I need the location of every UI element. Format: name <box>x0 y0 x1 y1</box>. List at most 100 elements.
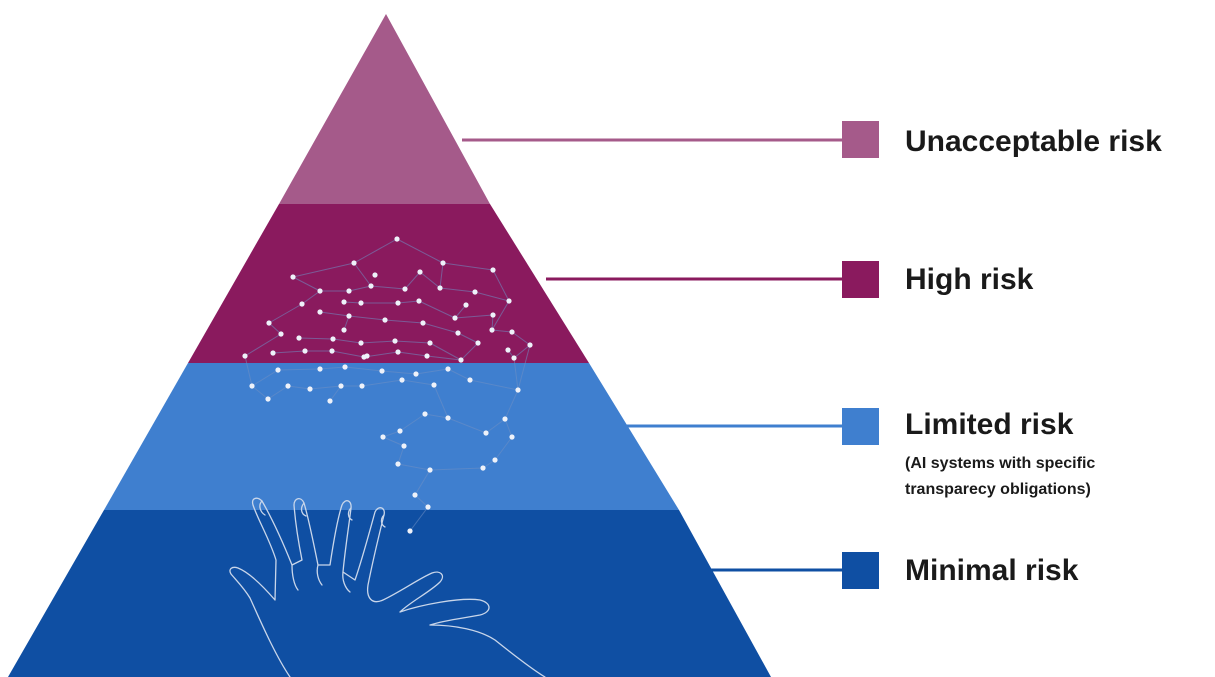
network-node <box>299 301 305 307</box>
network-node <box>341 327 347 333</box>
network-node <box>401 443 407 449</box>
network-link <box>447 417 487 434</box>
network-link <box>397 300 420 304</box>
network-link <box>244 333 282 357</box>
network-link <box>292 262 355 278</box>
network-node <box>455 330 461 336</box>
network-link <box>409 506 429 532</box>
network-link <box>404 271 421 290</box>
network-node <box>242 353 248 359</box>
network-node <box>427 467 433 473</box>
network-node <box>412 492 418 498</box>
network-link <box>513 344 531 359</box>
network-node <box>467 377 473 383</box>
network-node <box>329 348 335 354</box>
network-link <box>397 445 405 465</box>
network-node <box>382 317 388 323</box>
network-node <box>413 371 419 377</box>
network-node <box>341 299 347 305</box>
legend-square-unacceptable <box>842 121 879 158</box>
network-node <box>483 430 489 436</box>
network-link <box>415 368 449 375</box>
network-node <box>395 461 401 467</box>
network-link <box>381 370 417 375</box>
network-node <box>502 416 508 422</box>
legend-squares <box>842 121 879 589</box>
network-link <box>319 366 346 370</box>
network-link <box>513 357 519 391</box>
legend-square-high <box>842 261 879 298</box>
network-link <box>504 389 519 420</box>
network-link <box>331 350 365 358</box>
network-node <box>445 415 451 421</box>
network-link <box>384 319 424 324</box>
network-link <box>424 413 449 419</box>
network-link <box>517 344 531 391</box>
network-node <box>372 272 378 278</box>
label-limited-risk-sub-line1: (AI systems with specific <box>905 455 1095 472</box>
network-link <box>332 338 362 344</box>
network-link <box>298 337 334 340</box>
network-link <box>244 355 253 387</box>
label-minimal-risk: Minimal risk <box>905 554 1079 587</box>
network-node <box>394 236 400 242</box>
network-node <box>358 300 364 306</box>
network-node <box>317 288 323 294</box>
network-link <box>457 332 479 344</box>
network-node <box>358 340 364 346</box>
legend-square-minimal <box>842 552 879 589</box>
network-node <box>290 274 296 280</box>
network-node <box>505 347 511 353</box>
network-node <box>452 315 458 321</box>
network-node <box>427 340 433 346</box>
network-node <box>440 260 446 266</box>
tier-high-shape <box>188 204 589 363</box>
network-link <box>267 385 289 400</box>
network-link <box>396 238 444 264</box>
network-node <box>420 320 426 326</box>
network-node <box>445 366 451 372</box>
network-link <box>442 262 494 271</box>
network-node <box>399 377 405 383</box>
network-link <box>353 238 398 264</box>
network-link <box>399 413 426 432</box>
legend-square-limited <box>842 408 879 445</box>
network-node <box>379 368 385 374</box>
network-link <box>433 384 449 419</box>
pyramid <box>8 14 771 677</box>
network-link <box>460 342 479 361</box>
network-node <box>437 285 443 291</box>
network-node <box>346 288 352 294</box>
network-link <box>418 300 456 319</box>
network-link <box>491 329 513 333</box>
network-node <box>368 283 374 289</box>
network-link <box>429 467 484 471</box>
label-limited-risk-sub-line2: transparecy obligations) <box>905 481 1091 498</box>
network-node <box>458 357 464 363</box>
network-link <box>454 314 494 319</box>
network-node <box>509 434 515 440</box>
network-node <box>527 342 533 348</box>
label-unacceptable-risk: Unacceptable risk <box>905 125 1162 158</box>
network-link <box>397 351 428 357</box>
tier-unacceptable-shape <box>279 14 490 204</box>
network-node <box>492 457 498 463</box>
network-node <box>392 338 398 344</box>
network-link <box>414 494 429 508</box>
network-link <box>348 285 372 292</box>
network-link <box>268 303 303 324</box>
network-link <box>494 436 513 461</box>
network-link <box>329 385 342 402</box>
network-node <box>395 300 401 306</box>
connector-lines <box>462 138 842 572</box>
network-node <box>380 434 386 440</box>
network-link <box>414 469 431 496</box>
network-link <box>348 315 386 321</box>
network-link <box>429 342 462 361</box>
network-link <box>491 300 510 331</box>
tier-labels: Unacceptable risk High risk Limited risk… <box>905 125 1162 587</box>
network-link <box>363 351 399 358</box>
network-link <box>277 368 321 371</box>
network-link <box>511 331 531 346</box>
network-node <box>346 313 352 319</box>
